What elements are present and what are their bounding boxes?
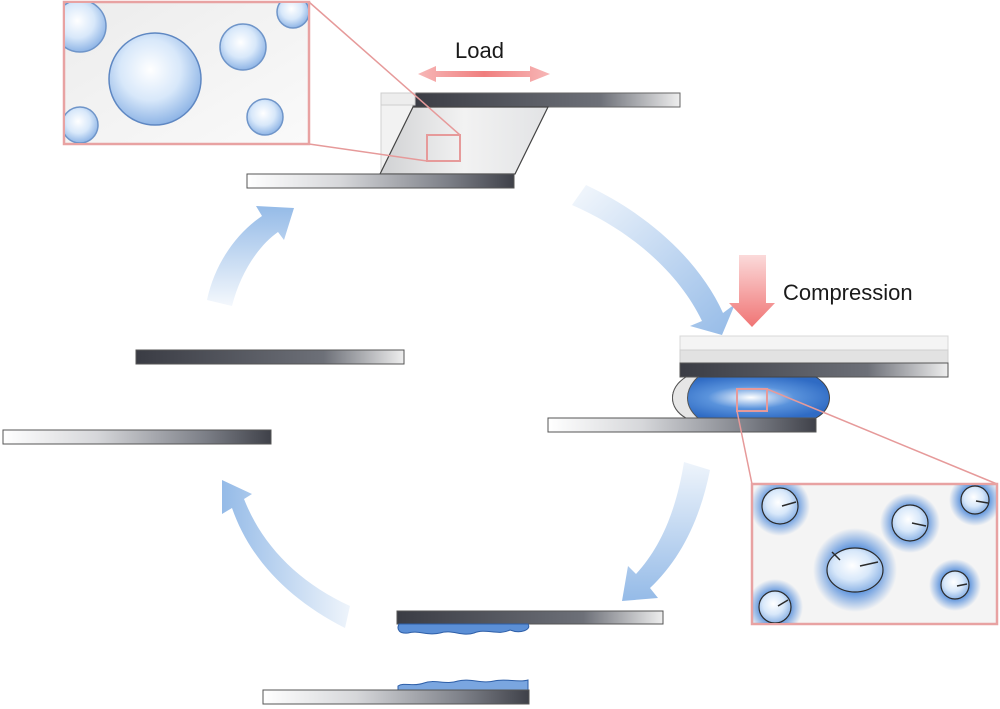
cycle-arrow-top-right-icon xyxy=(572,185,735,335)
top-upper-plate xyxy=(412,92,681,108)
cycle-arrows xyxy=(207,185,735,628)
left-lower-plate xyxy=(2,429,272,445)
cycle-arrow-top-left-icon xyxy=(207,206,294,306)
inset-wetted-bubbles xyxy=(750,482,999,626)
load-label: Load xyxy=(455,38,504,63)
cycle-arrow-bottom-right-icon xyxy=(622,462,710,601)
bottom-upper-plate xyxy=(396,610,664,625)
sheared-adhesive xyxy=(379,106,549,175)
right-upper-plate xyxy=(679,362,949,378)
load-arrow-icon xyxy=(418,66,550,82)
inset-bubbles xyxy=(62,0,311,146)
left-state xyxy=(2,349,405,445)
top-shear-state: Load xyxy=(246,1,681,189)
bottom-lower-plate xyxy=(262,689,530,705)
compression-arrow-icon xyxy=(729,255,775,327)
right-compression-state: Compression xyxy=(547,255,998,485)
cycle-arrow-bottom-left-icon xyxy=(222,480,350,628)
bottom-state xyxy=(262,610,664,705)
compression-label: Compression xyxy=(783,280,913,305)
upper-residue xyxy=(397,623,530,635)
left-upper-plate xyxy=(135,349,405,365)
top-lower-plate xyxy=(246,173,515,189)
lower-residue xyxy=(397,679,529,693)
right-lower-plate xyxy=(547,417,817,433)
